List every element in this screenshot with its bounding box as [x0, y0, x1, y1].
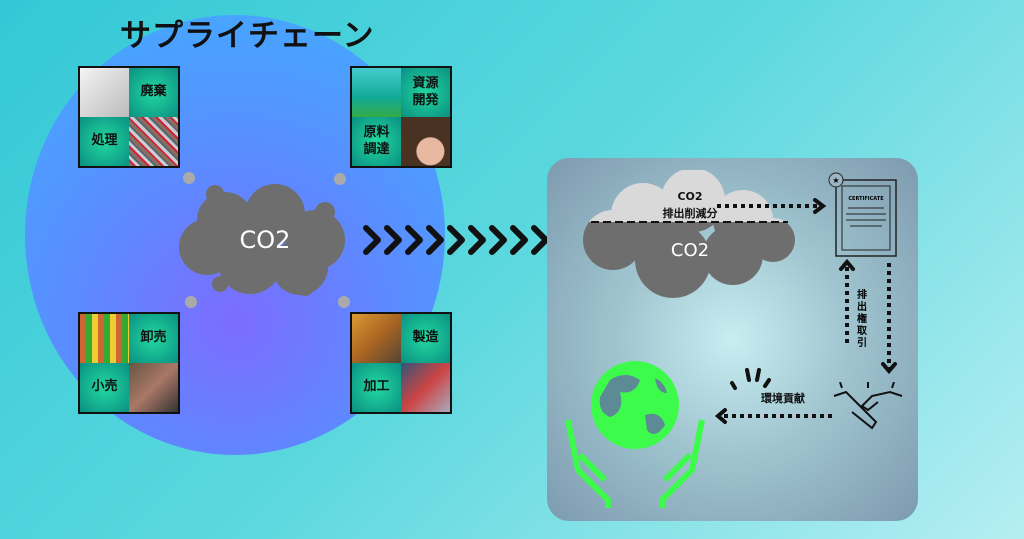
chevron — [405, 225, 423, 255]
tile-label: 製造 — [401, 314, 450, 363]
chevron-arrows-icon — [363, 225, 570, 255]
co2-label: CO2 — [670, 240, 710, 261]
dot — [185, 296, 197, 308]
soil-photo — [401, 117, 450, 166]
split-cloud-icon — [583, 170, 795, 298]
market-photo — [80, 314, 129, 363]
seagrass-photo — [352, 68, 401, 117]
tile-disposal: 廃棄 処理 — [78, 66, 180, 168]
tile-manufacturing: 製造 加工 — [350, 312, 452, 414]
reduction-label: 排出削減分 — [662, 207, 718, 220]
waste-photo — [129, 117, 178, 166]
svg-text:★: ★ — [832, 176, 839, 185]
tile-wholesale: 卸売 小売 — [78, 312, 180, 414]
tile-label: 加工 — [352, 363, 401, 412]
chevron — [510, 225, 528, 255]
page-title: サプライチェーン — [120, 18, 375, 54]
chevron — [468, 225, 486, 255]
trade-label: 排出権取引 — [857, 290, 867, 349]
chevron — [363, 225, 381, 255]
dot — [183, 172, 195, 184]
contribution-label: 環境貢献 — [761, 392, 805, 405]
tile-label: 小売 — [80, 363, 129, 412]
co2-label: CO2 — [239, 226, 291, 254]
certificate-label: CERTIFICATE — [848, 196, 884, 202]
dot — [334, 173, 346, 185]
tile-label: 卸売 — [129, 314, 178, 363]
lumber-photo — [352, 314, 401, 363]
shop-photo — [129, 363, 178, 412]
chevron — [384, 225, 402, 255]
dot — [338, 296, 350, 308]
tile-label: 処理 — [80, 117, 129, 166]
tile-label: 原料 調達 — [352, 117, 401, 166]
chevron — [447, 225, 465, 255]
chevron — [426, 225, 444, 255]
flow-arrows — [714, 198, 897, 424]
chevron — [489, 225, 507, 255]
earth-in-hands-icon — [565, 361, 705, 508]
co2-cloud-icon — [179, 184, 345, 296]
tile-resources: 資源 開発 原料 調達 — [350, 66, 452, 168]
factory-photo — [401, 363, 450, 412]
reduction-label-co2: CO2 — [677, 190, 703, 203]
trash-photo — [80, 68, 129, 117]
tile-label: 資源 開発 — [401, 68, 450, 117]
tile-label: 廃棄 — [129, 68, 178, 117]
certificate-icon: ★ — [828, 172, 897, 257]
handshake-icon — [833, 382, 903, 430]
chevron — [531, 225, 549, 255]
